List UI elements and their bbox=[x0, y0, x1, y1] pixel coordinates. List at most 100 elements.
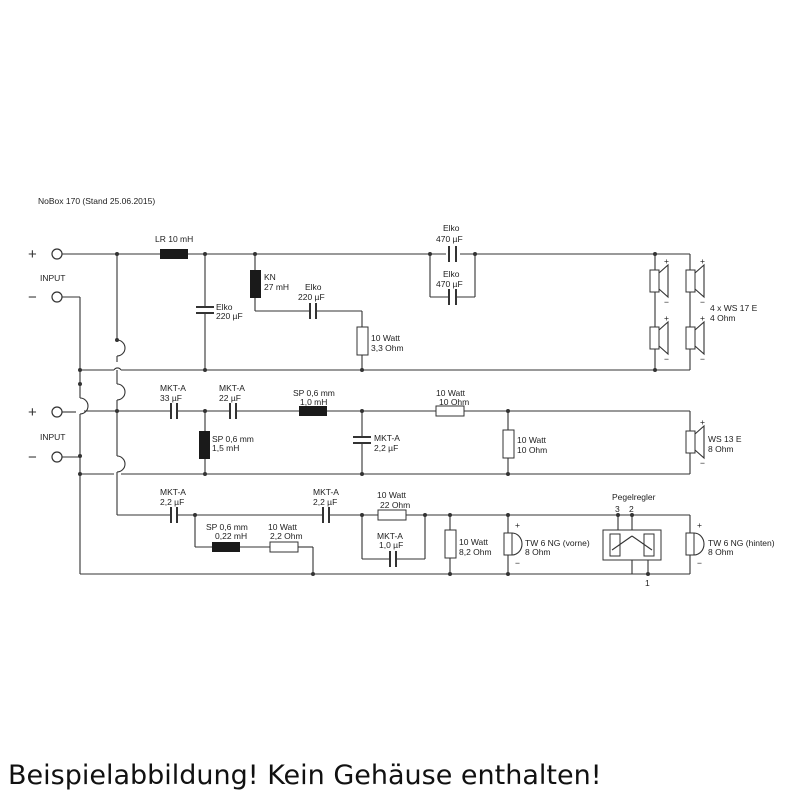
mid-c1-label-b: 33 µF bbox=[160, 393, 182, 403]
speaker-icon bbox=[694, 424, 705, 460]
elko1-label-b: 220 µF bbox=[216, 311, 243, 321]
woofer-res-label-a: 10 Watt bbox=[371, 333, 401, 343]
mid-c1-label-a: MKT-A bbox=[160, 383, 186, 393]
pegel-pin2: 2 bbox=[629, 504, 634, 514]
tw-l1-label-a: SP 0,6 mm bbox=[206, 522, 248, 532]
tw-c2-label-a: MKT-A bbox=[313, 487, 339, 497]
mid-c3-label-b: 2,2 µF bbox=[374, 443, 398, 453]
tw-r1-label-a: 10 Watt bbox=[268, 522, 298, 532]
woofer-resistor bbox=[356, 326, 369, 356]
tw-r2-label-b: 22 Ohm bbox=[380, 500, 410, 510]
speaker-icon bbox=[649, 269, 660, 293]
svg-text:−: − bbox=[697, 558, 702, 568]
speaker-icon bbox=[649, 326, 660, 350]
elko1-label-a: Elko bbox=[216, 302, 233, 312]
schematic-title: NoBox 170 (Stand 25.06.2015) bbox=[38, 196, 155, 206]
elko3-label-b: 470 µF bbox=[436, 234, 463, 244]
elko2-label-b: 220 µF bbox=[298, 292, 325, 302]
mid-l1-label-a: SP 0,6 mm bbox=[293, 388, 335, 398]
svg-text:+: + bbox=[515, 520, 520, 530]
mid-r1-label-a: 10 Watt bbox=[436, 388, 466, 398]
speaker-icon bbox=[658, 320, 669, 356]
tw-r3-label-b: 8,2 Ohm bbox=[459, 547, 492, 557]
woofer-speaker-label-a: 4 x WS 17 E bbox=[710, 303, 758, 313]
tw-shunt-inductor bbox=[212, 542, 240, 552]
tw-c2-label-b: 2,2 µF bbox=[313, 497, 337, 507]
mid-l2-label-b: 1,5 mH bbox=[212, 443, 239, 453]
woofer-section: + INPUT − LR 10 mH Elko 470 µF Elko 470 … bbox=[28, 223, 758, 372]
elko2-label-a: Elko bbox=[305, 282, 322, 292]
svg-text:+: + bbox=[664, 313, 669, 323]
mid-input-label: INPUT bbox=[40, 432, 66, 442]
tw-c1-label-b: 2,2 µF bbox=[160, 497, 184, 507]
tw-8ohm-resistor bbox=[444, 529, 457, 559]
tw-l1-label-b: 0,22 mH bbox=[215, 531, 247, 541]
svg-text:−: − bbox=[664, 354, 669, 364]
tw1-label-b: 8 Ohm bbox=[525, 547, 551, 557]
svg-text:+: + bbox=[700, 417, 705, 427]
mid-plus-sign: + bbox=[28, 404, 37, 421]
mid-r1-label-b: 10 Ohm bbox=[439, 397, 469, 407]
tw-22ohm-resistor bbox=[377, 509, 407, 521]
lr-inductor-label: LR 10 mH bbox=[155, 234, 193, 244]
elko4-label-b: 470 µF bbox=[436, 279, 463, 289]
pegel-pin1: 1 bbox=[645, 578, 650, 588]
woofer-input-label: INPUT bbox=[40, 273, 66, 283]
tw-shunt-resistor bbox=[269, 541, 299, 553]
kn-inductor bbox=[250, 270, 261, 298]
speaker-icon bbox=[685, 430, 696, 454]
svg-text:+: + bbox=[664, 256, 669, 266]
elko3-label-a: Elko bbox=[443, 223, 460, 233]
mid-shunt-inductor bbox=[199, 431, 210, 459]
lr-inductor bbox=[160, 249, 188, 259]
mid-r2-label-a: 10 Watt bbox=[517, 435, 547, 445]
mid-l2-label-a: SP 0,6 mm bbox=[212, 434, 254, 444]
mid-l1-label-b: 1,0 mH bbox=[300, 397, 327, 407]
mid-speaker-label-b: 8 Ohm bbox=[708, 444, 734, 454]
mid-c2-label-b: 22 µF bbox=[219, 393, 241, 403]
mid-r2-label-b: 10 Ohm bbox=[517, 445, 547, 455]
tw-c3-label-b: 1,0 µF bbox=[379, 540, 403, 550]
svg-text:−: − bbox=[700, 297, 705, 307]
woofer-speakers: + − + − + − + − 4 x WS 17 E 4 Ohm bbox=[649, 254, 758, 370]
tw-r2-label-a: 10 Watt bbox=[377, 490, 407, 500]
mid-speaker-label-a: WS 13 E bbox=[708, 434, 742, 444]
mid-shunt-resistor bbox=[502, 429, 515, 459]
woofer-plus-terminal bbox=[51, 248, 63, 260]
svg-text:−: − bbox=[700, 458, 705, 468]
caption: Beispielabbildung! Kein Gehäuse enthalte… bbox=[8, 760, 602, 791]
woofer-minus-sign: − bbox=[28, 289, 37, 306]
tweeter-section: MKT-A 2,2 µF MKT-A 2,2 µF SP 0,6 mm 0,22… bbox=[80, 487, 775, 588]
mid-minus-terminal bbox=[51, 451, 63, 463]
speaker-icon bbox=[685, 326, 696, 350]
woofer-res-label-b: 3,3 Ohm bbox=[371, 343, 404, 353]
tweeter-icon bbox=[685, 532, 695, 556]
kn-label-a: KN bbox=[264, 272, 276, 282]
tweeter-icon bbox=[693, 532, 705, 556]
tweeter-icon bbox=[511, 532, 523, 556]
speaker-icon bbox=[694, 320, 705, 356]
mid-series-resistor bbox=[435, 405, 465, 417]
speaker-icon bbox=[685, 269, 696, 293]
svg-text:−: − bbox=[700, 354, 705, 364]
tw2-label-a: TW 6 NG (hinten) bbox=[708, 538, 775, 548]
svg-text:+: + bbox=[700, 313, 705, 323]
mid-series-inductor bbox=[299, 406, 327, 416]
tw1-label-a: TW 6 NG (vorne) bbox=[525, 538, 590, 548]
speaker-icon bbox=[694, 263, 705, 299]
tw-r3-label-a: 10 Watt bbox=[459, 537, 489, 547]
pegel-label: Pegelregler bbox=[612, 492, 656, 502]
tw-r1-label-b: 2,2 Ohm bbox=[270, 531, 303, 541]
mid-c2-label-a: MKT-A bbox=[219, 383, 245, 393]
tw2-label-b: 8 Ohm bbox=[708, 547, 734, 557]
svg-text:−: − bbox=[664, 297, 669, 307]
svg-text:+: + bbox=[700, 256, 705, 266]
woofer-plus-sign: + bbox=[28, 246, 37, 263]
kn-label-b: 27 mH bbox=[264, 282, 289, 292]
tweeter-icon bbox=[503, 532, 513, 556]
elko4-label-a: Elko bbox=[443, 269, 460, 279]
woofer-minus-terminal bbox=[51, 291, 63, 303]
woofer-speaker-label-b: 4 Ohm bbox=[710, 313, 736, 323]
svg-text:−: − bbox=[515, 558, 520, 568]
